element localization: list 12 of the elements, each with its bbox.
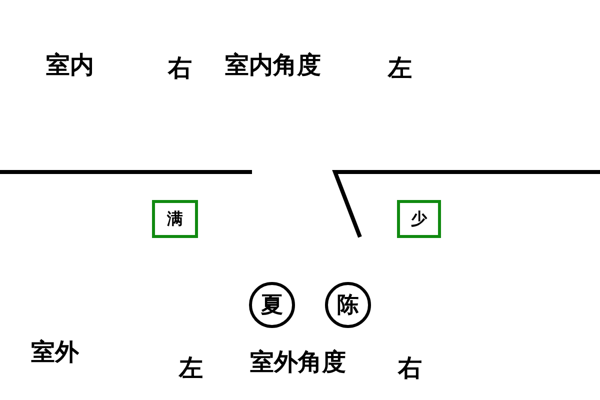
label-text: 左 bbox=[388, 52, 412, 84]
label-text: 室内角度 bbox=[225, 49, 321, 81]
label-text: 右 bbox=[398, 352, 422, 384]
label-text: 左 bbox=[179, 352, 203, 384]
label-text: 室外 bbox=[31, 336, 79, 368]
label-text: 右 bbox=[168, 52, 192, 84]
label-box: 满 bbox=[152, 200, 198, 238]
label-text: 室外角度 bbox=[250, 346, 346, 378]
label-circle: 陈 bbox=[325, 282, 371, 328]
label-box: 少 bbox=[397, 200, 441, 238]
label-text: 室内 bbox=[46, 49, 94, 81]
label-circle: 夏 bbox=[249, 282, 295, 328]
